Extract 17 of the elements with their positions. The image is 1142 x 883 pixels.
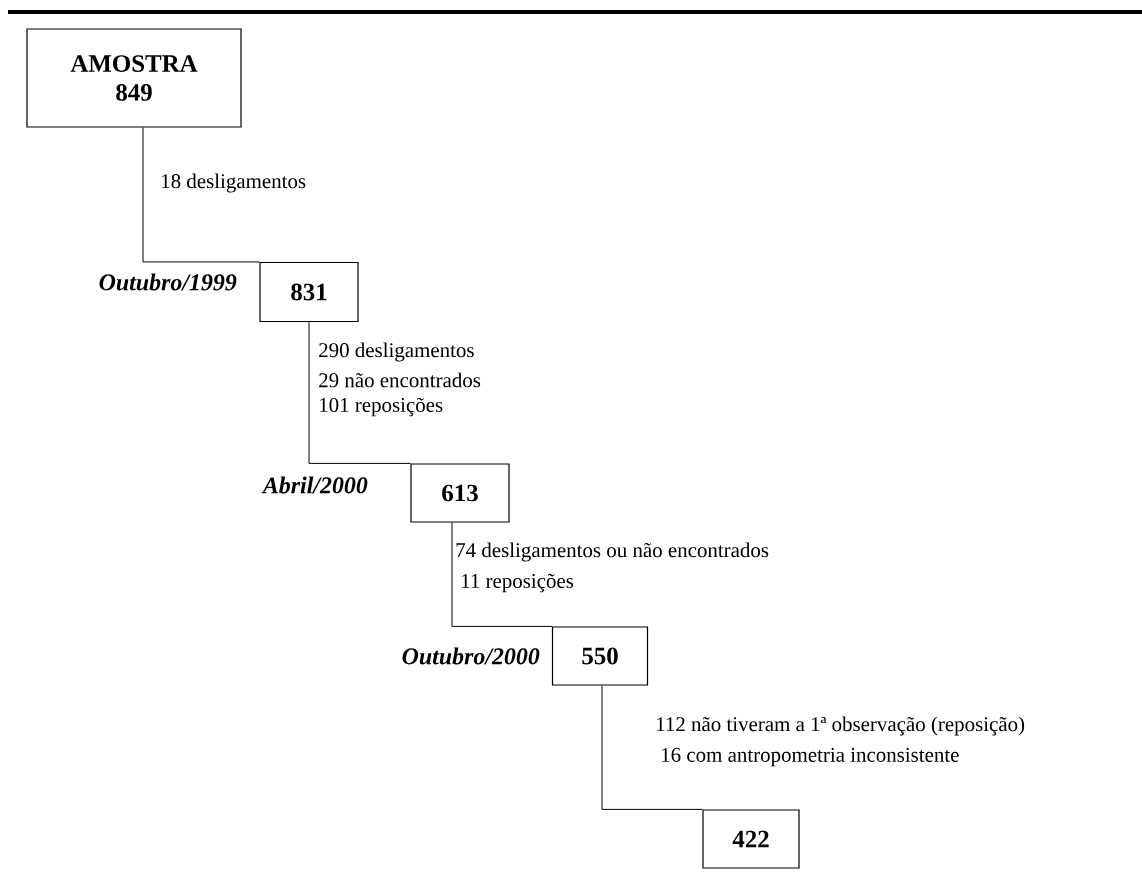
connector-line	[142, 127, 260, 263]
count-box: AMOSTRA 849	[26, 28, 242, 128]
note-text: 18 desligamentos	[162, 173, 306, 193]
connector-line	[451, 522, 553, 627]
note-text: 29 não encontrados	[319, 372, 481, 388]
connector-line	[308, 321, 411, 464]
count-box: 550	[551, 626, 649, 686]
count-box: 831	[259, 261, 359, 323]
date-label: Abril/2000	[261, 476, 368, 494]
note-text: 16 com antropometria inconsistente	[662, 747, 959, 767]
count-box: 613	[410, 463, 510, 523]
count-box: 422	[702, 809, 800, 869]
date-label: Outubro/1999	[99, 273, 237, 291]
note-text: 101 reposições	[320, 397, 443, 417]
note-text: 11 reposições	[462, 573, 574, 593]
connector-line	[601, 685, 703, 810]
date-label: Outubro/2000	[402, 647, 540, 665]
